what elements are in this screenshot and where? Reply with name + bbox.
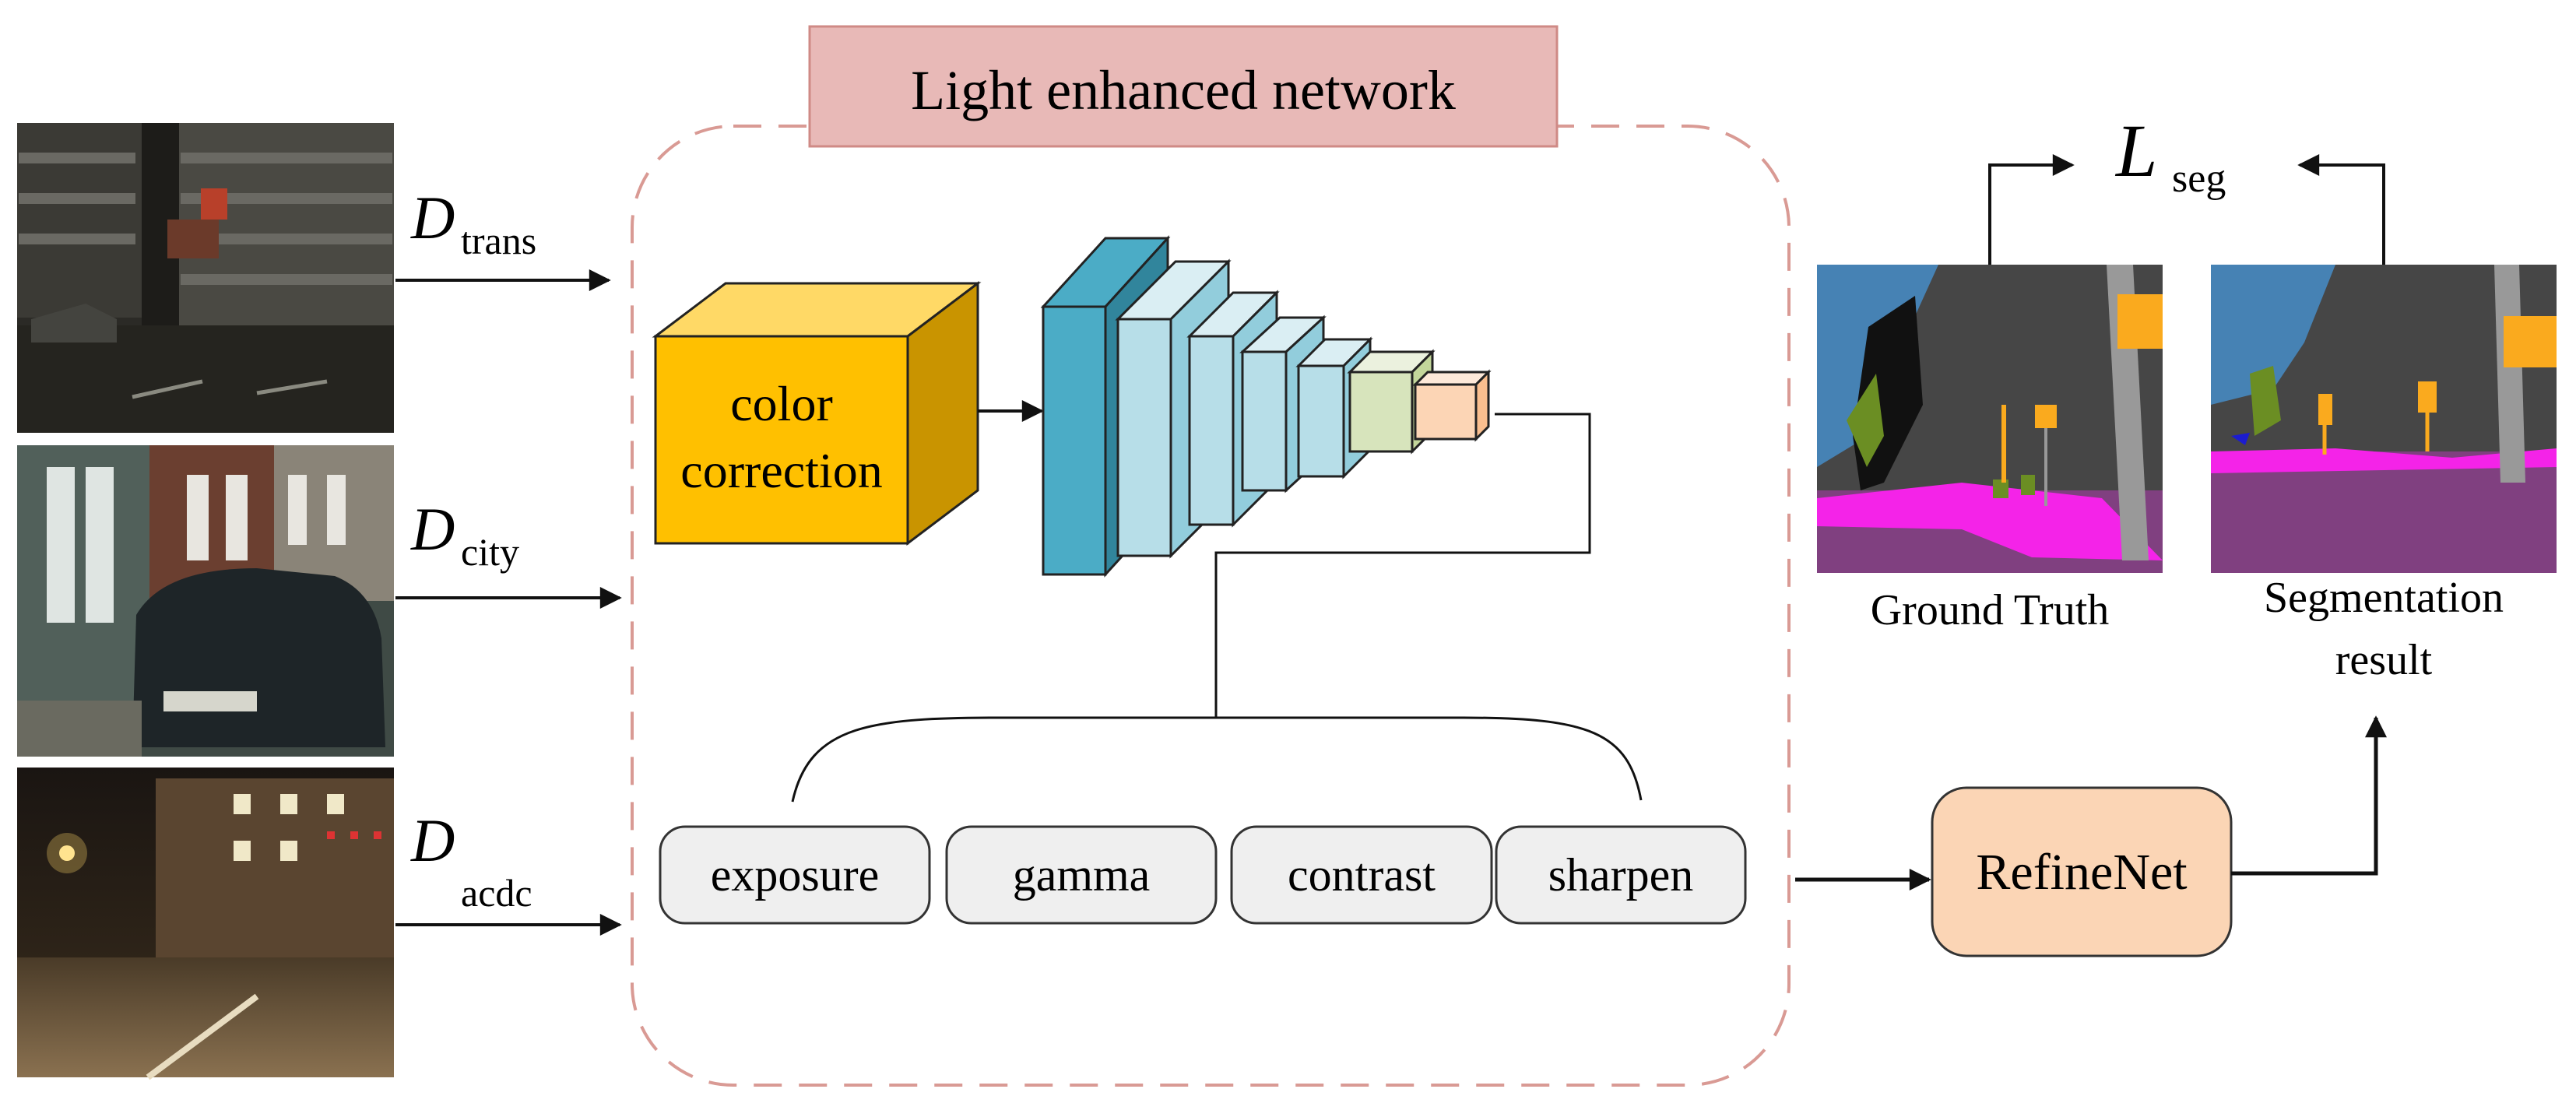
filter-bracket [791,716,1643,803]
filter-exposure-box: exposure [659,825,931,925]
cnn-encoder [1040,235,1492,578]
loss-subscript: seg [2172,156,2226,201]
input-label-trans: D trans [410,184,536,262]
input-label-acdc: D acdc [410,806,532,915]
loss-label: L seg [2114,109,2226,201]
input-symbol: D [410,184,455,251]
filter-label: contrast [1288,849,1436,901]
filter-label: gamma [1013,849,1151,901]
input-subscript: city [461,530,519,574]
color-correction-line2: correction [680,443,882,498]
input-symbol: D [410,495,455,563]
ground-truth-label: Ground Truth [1871,586,2110,634]
filter-gamma-box: gamma [945,825,1218,925]
ground-truth-to-loss-arrow [1988,154,2075,265]
cnn-layer-7 [1412,369,1492,442]
segmentation-result-map [2211,265,2557,573]
loss-symbol: L [2114,109,2157,192]
segmentation-label-line1: Segmentation [2264,574,2504,622]
segmentation-label-line2: result [2335,636,2433,684]
input-image-city [17,445,394,757]
segmentation-to-loss-arrow [2297,154,2385,265]
refinenet-label: RefineNet [1976,844,2187,901]
page-title: Light enhanced network [911,59,1456,121]
filter-label: exposure [711,849,880,901]
filter-label: sharpen [1548,849,1694,901]
filter-sharpen-box: sharpen [1495,825,1747,925]
input-image-acdc [17,768,394,1080]
input-symbol: D [410,806,455,874]
input-image-trans [17,123,394,433]
filter-contrast-box: contrast [1230,825,1493,925]
color-correction-block: color correction [652,280,982,546]
refinenet-block: RefineNet [1931,786,2233,957]
refinenet-to-segmentation-arrow [2231,715,2387,876]
input-subscript: trans [461,219,536,262]
cnn-to-filters-connector [1214,413,1591,718]
color-correction-line1: color [730,376,833,431]
input-subscript: acdc [461,871,532,915]
input-label-city: D city [410,495,519,574]
ground-truth-map [1817,265,2163,573]
title-box: Light enhanced network [808,25,1559,148]
